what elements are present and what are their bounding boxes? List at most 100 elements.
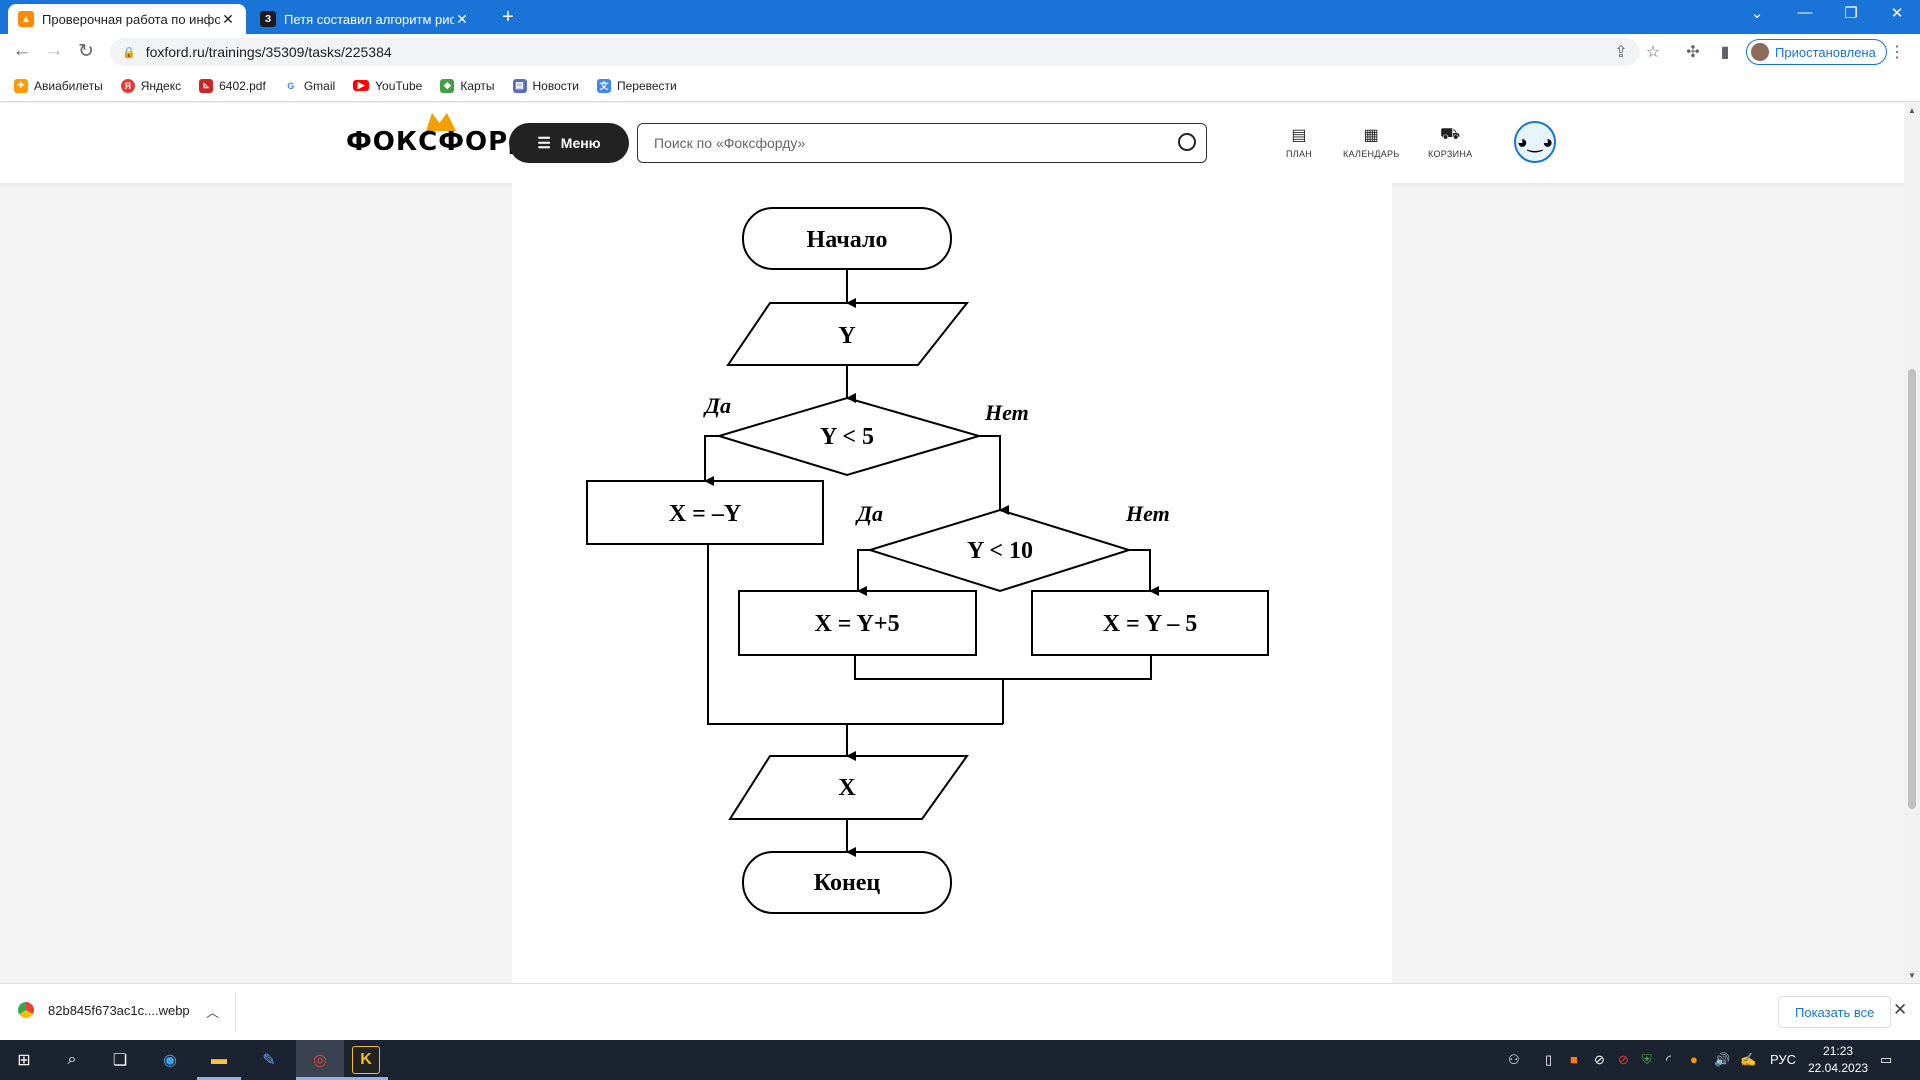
scroll-up-arrow-icon[interactable]: ▲: [1908, 106, 1916, 115]
bookmark-star-icon[interactable]: ☆: [1645, 44, 1661, 61]
volume-icon[interactable]: 🔊: [1714, 1052, 1731, 1067]
time: 21:23: [1823, 1044, 1854, 1058]
assign-box-1: [586, 480, 824, 545]
condition-1-label: Y < 5: [820, 424, 874, 450]
window-close-button[interactable]: ✕: [1890, 5, 1904, 22]
kinopoisk-icon[interactable]: K: [352, 1046, 380, 1074]
znanija-icon: З: [260, 11, 276, 27]
nav-calendar[interactable]: ▦ КАЛЕНДАРЬ: [1343, 125, 1400, 159]
bookmark-translate[interactable]: 文 Перевести: [596, 78, 677, 93]
scroll-down-arrow-icon[interactable]: ▼: [1908, 971, 1916, 980]
bookmark-news[interactable]: ▤ Новости: [512, 78, 579, 93]
yandex-icon: Я: [120, 78, 135, 93]
pen-app-icon[interactable]: ✎: [262, 1052, 276, 1069]
tab-znanija[interactable]: З Петя составил алгоритм рисования ✕: [250, 4, 480, 34]
menu-label: Меню: [560, 135, 601, 151]
hamburger-icon: ☰: [537, 135, 551, 152]
download-bar: 82b845f673ac1c....webp ︿ Показать все ✕: [0, 983, 1920, 1040]
nav-plan[interactable]: ▤ ПЛАН: [1286, 125, 1312, 159]
menu-button[interactable]: ☰ Меню: [509, 123, 629, 163]
restore-button[interactable]: ❐: [1844, 5, 1858, 22]
output-label: X: [838, 775, 856, 801]
bookmark-label: 6402.pdf: [219, 78, 266, 93]
file-explorer-icon[interactable]: ▬: [211, 1051, 227, 1068]
close-icon[interactable]: ✕: [222, 10, 234, 27]
pdf-icon: ⊾: [199, 78, 214, 93]
bookmark-label: Gmail: [303, 78, 336, 93]
tab-search-icon[interactable]: ⌄: [1750, 5, 1764, 22]
assign-box-2: [738, 590, 977, 656]
tray-app-icon[interactable]: ⊘: [1618, 1052, 1629, 1067]
search-icon[interactable]: [1178, 133, 1196, 151]
forward-button[interactable]: →: [44, 40, 64, 61]
no-label-2: Нет: [1125, 501, 1170, 526]
lock-icon: 🔒: [122, 46, 136, 59]
chevron-up-icon[interactable]: ︿: [206, 1005, 220, 1020]
condition-diamond-2: [866, 508, 1133, 593]
download-item[interactable]: 82b845f673ac1c....webp: [18, 1002, 190, 1018]
arrow-no-2: [1129, 549, 1159, 596]
language-indicator[interactable]: РУС: [1770, 1052, 1797, 1067]
bookmark-gmail[interactable]: G Gmail: [284, 79, 335, 93]
calendar-icon: ▦: [1363, 127, 1379, 144]
clock[interactable]: 21:23 22.04.2023: [1808, 1043, 1868, 1077]
bookmark-youtube[interactable]: ▶ YouTube: [353, 79, 422, 93]
side-panel-icon[interactable]: ▮: [1720, 44, 1730, 61]
search-icon[interactable]: ⌕: [67, 1051, 77, 1068]
security-shield-icon[interactable]: ⛨: [1642, 1052, 1652, 1067]
back-button[interactable]: ←: [12, 40, 32, 61]
scroll-thumb[interactable]: [1908, 369, 1916, 809]
usb-icon[interactable]: ▯: [1545, 1052, 1553, 1067]
extensions-icon[interactable]: ✣: [1686, 44, 1700, 61]
nav-label: ПЛАН: [1286, 149, 1313, 159]
bookmark-label: Авиабилеты: [34, 78, 103, 93]
search-input[interactable]: [654, 135, 1154, 151]
nav-label: КОРЗИНА: [1428, 149, 1473, 159]
profile-button[interactable]: Приостановлена: [1746, 39, 1887, 65]
chrome-icon[interactable]: ◎: [313, 1052, 327, 1069]
tray-app-icon[interactable]: ■: [1570, 1052, 1578, 1067]
nav-cart[interactable]: ⛟ КОРЗИНА: [1428, 125, 1472, 159]
bookmark-label: Перевести: [616, 78, 677, 93]
assign-2-label: X = Y+5: [814, 611, 899, 637]
share-icon[interactable]: ⇪: [1614, 44, 1628, 61]
google-icon: G: [287, 80, 295, 91]
flowchart-diagram: Начало Y Y < 5 X = –Y Y < 10 X = Y+5 X =…: [586, 207, 1269, 914]
more-menu-icon[interactable]: ⋮: [1889, 44, 1905, 61]
close-icon[interactable]: ✕: [456, 10, 468, 27]
condition-diamond-1: [715, 396, 983, 477]
windows-start-icon[interactable]: ⊞: [17, 1052, 31, 1069]
nav-label: КАЛЕНДАРЬ: [1343, 149, 1400, 159]
minimize-button[interactable]: —: [1797, 4, 1813, 21]
bookmarks-bar: ✈ Авиабилеты Я Яндекс ⊾ 6402.pdf G Gmail…: [0, 70, 1920, 102]
merge-line-1: [707, 544, 1003, 725]
people-icon[interactable]: ⚇: [1508, 1052, 1520, 1067]
yes-label-1: Да: [703, 393, 731, 418]
bookmark-aviabilety[interactable]: ✈ Авиабилеты: [14, 78, 103, 93]
tray-app-icon[interactable]: ●: [1690, 1052, 1698, 1067]
edge-icon[interactable]: ◉: [163, 1052, 177, 1069]
active-indicator: [197, 1077, 241, 1080]
pen-icon[interactable]: ✍: [1740, 1052, 1757, 1067]
wifi-icon[interactable]: ◜: [1666, 1052, 1672, 1067]
new-tab-button[interactable]: +: [502, 6, 514, 28]
translate-icon: 文: [596, 78, 611, 93]
profile-status: Приостановлена: [1775, 44, 1876, 60]
arrow-yes-2: [857, 549, 870, 596]
active-indicator: [296, 1077, 344, 1080]
notifications-icon[interactable]: ▭: [1880, 1052, 1893, 1067]
bookmark-yandex[interactable]: Я Яндекс: [120, 78, 181, 93]
address-bar[interactable]: 🔒 foxford.ru/trainings/35309/tasks/22538…: [110, 38, 1640, 66]
user-avatar[interactable]: ◕‿◕: [1514, 121, 1556, 163]
show-all-button[interactable]: Показать все: [1778, 996, 1892, 1028]
tray-app-icon[interactable]: ⊘: [1594, 1052, 1605, 1067]
bookmark-maps[interactable]: ◆ Карты: [440, 78, 495, 93]
tab-foxford[interactable]: ▲ Проверочная работа по информатике ✕: [8, 4, 246, 34]
bookmark-pdf[interactable]: ⊾ 6402.pdf: [199, 78, 266, 93]
close-icon[interactable]: ✕: [1893, 1000, 1908, 1019]
reload-button[interactable]: ↻: [78, 41, 94, 62]
task-view-icon[interactable]: ❏: [112, 1052, 128, 1069]
page-scrollbar[interactable]: ▲ ▼: [1904, 103, 1920, 983]
site-logo[interactable]: ФОКСФОРД: [346, 127, 533, 157]
profile-avatar: [1751, 43, 1769, 61]
